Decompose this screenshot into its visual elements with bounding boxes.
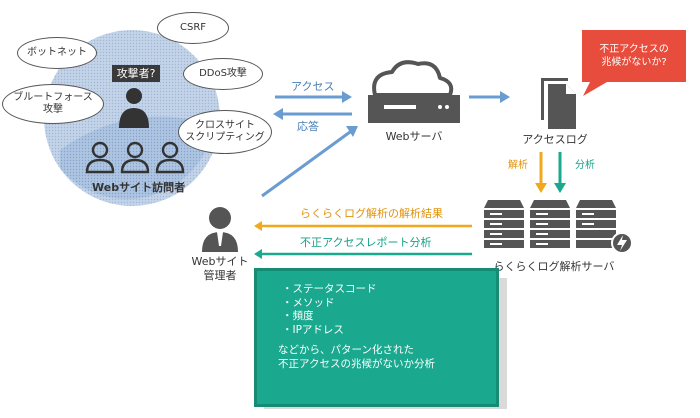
analysis-point: ・頻度	[282, 310, 314, 322]
access-log-icon	[541, 78, 576, 129]
access-label: アクセス	[291, 80, 335, 93]
analysis-summary-line1: などから、パターン化された	[278, 344, 414, 356]
analysis-point: ・IPアドレス	[282, 323, 344, 336]
bubble-xss: クロスサイト スクリプティング	[178, 110, 272, 154]
attacker-icon	[119, 88, 149, 128]
results-label: らくらくログ解析の解析結果	[300, 207, 443, 220]
access-log-label: アクセスログ	[522, 133, 588, 146]
report-label: 不正アクセスレポート分析	[300, 236, 432, 249]
parse-label: 解析	[508, 160, 528, 171]
visitors-label: Webサイト訪問者	[92, 181, 186, 194]
visitor-icons	[85, 141, 185, 174]
bubble-ddos: DDoS攻撃	[183, 58, 263, 90]
admin-label-line1: Webサイト	[191, 255, 249, 268]
bubble-botnet: ボットネット	[17, 37, 97, 69]
log-arrow	[469, 91, 510, 103]
response-arrow	[273, 108, 352, 120]
analysis-details-text: ・ステータスコード ・メソッド ・頻度 ・IPアドレス などから、パターン化され…	[264, 283, 496, 407]
analyze-label: 分析	[575, 160, 595, 171]
admin-label-line2: 管理者	[203, 269, 237, 282]
analysis-details-box	[254, 268, 499, 407]
report-arrow	[254, 249, 472, 259]
web-server-label: Webサーバ	[385, 130, 443, 143]
bubble-brute-force: ブルートフォース 攻撃	[2, 84, 104, 124]
analysis-server-icon	[484, 200, 633, 254]
attacker-label: 攻撃者?	[112, 65, 160, 82]
warning-tail	[583, 82, 607, 96]
bubble-csrf: CSRF	[157, 12, 229, 44]
analysis-point: ・ステータスコード	[282, 283, 377, 295]
response-label: 応答	[297, 120, 319, 133]
analyze-arrow	[554, 152, 566, 193]
results-arrow	[254, 221, 472, 231]
analysis-point: ・メソッド	[282, 296, 335, 309]
access-arrow	[275, 91, 352, 103]
web-server-icon	[368, 60, 460, 123]
analysis-summary-line2: 不正アクセスの兆候がないか分析	[278, 357, 435, 370]
admin-access-arrow	[261, 126, 358, 198]
analysis-server-label: らくらくログ解析サーバ	[493, 260, 615, 273]
warning-bubble: 不正アクセスの 兆候がないか?	[582, 30, 686, 82]
parse-arrow	[535, 152, 547, 193]
admin-icon	[202, 207, 238, 252]
